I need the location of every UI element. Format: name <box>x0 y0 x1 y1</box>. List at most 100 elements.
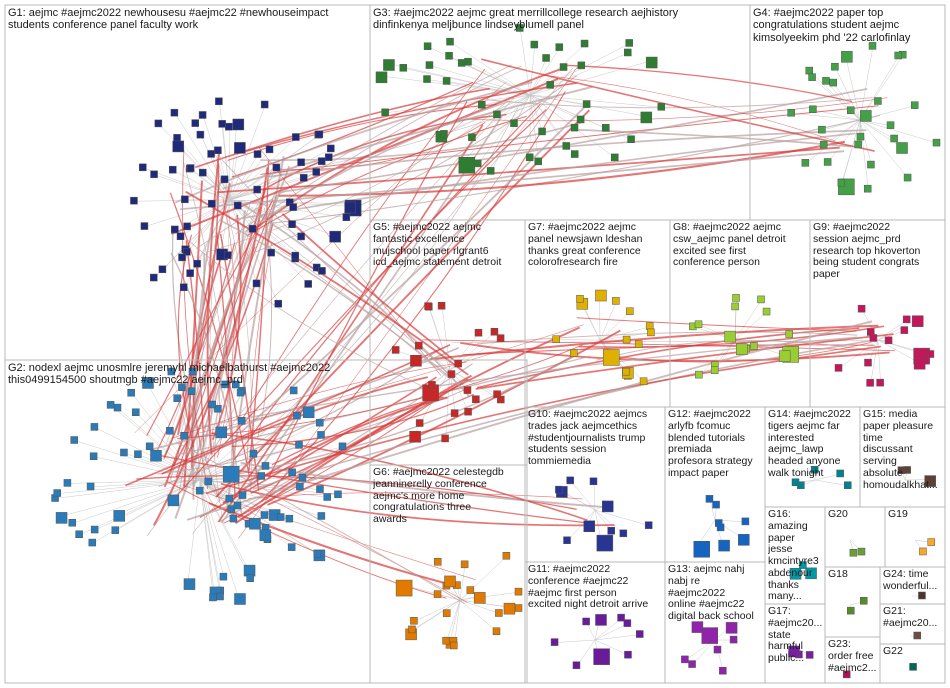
node-g5-4[interactable] <box>496 334 505 342</box>
node-g3-44[interactable] <box>645 56 658 69</box>
node-g1-34[interactable] <box>172 140 184 153</box>
node-g2-57[interactable] <box>234 593 246 605</box>
node-g10-10[interactable] <box>566 476 574 485</box>
node-g5-2[interactable] <box>428 381 436 389</box>
node-g4-29[interactable] <box>831 62 839 71</box>
node-g2-62[interactable] <box>259 529 272 542</box>
node-g4-13[interactable] <box>863 184 872 193</box>
node-g2-81[interactable] <box>246 574 254 582</box>
node-g2-8[interactable] <box>90 525 99 534</box>
node-g6-12[interactable] <box>466 586 475 594</box>
node-g11-4[interactable] <box>623 619 632 627</box>
node-g7-14[interactable] <box>647 328 655 337</box>
node-g6-2[interactable] <box>433 558 442 566</box>
node-g12-1[interactable] <box>705 495 714 503</box>
node-g9-2[interactable] <box>834 364 843 372</box>
node-g1-35[interactable] <box>130 196 138 205</box>
node-g8-11[interactable] <box>785 330 793 338</box>
node-g3-19[interactable] <box>425 61 434 69</box>
node-g3-21[interactable] <box>570 123 579 132</box>
node-g5-18[interactable] <box>415 341 423 350</box>
node-g7-15[interactable] <box>595 289 607 302</box>
node-g2-75[interactable] <box>127 388 135 397</box>
node-g9-5[interactable] <box>864 358 872 367</box>
node-g3-43[interactable] <box>473 159 482 168</box>
node-g6-19[interactable] <box>433 590 442 598</box>
node-g2-59[interactable] <box>287 543 296 551</box>
node-g2-46[interactable] <box>183 578 196 590</box>
node-g2-80[interactable] <box>316 418 324 427</box>
node-g3-8[interactable] <box>625 39 633 47</box>
node-g4-22[interactable] <box>818 125 826 134</box>
node-g6-4[interactable] <box>474 592 486 604</box>
node-g6-21[interactable] <box>450 641 458 650</box>
node-g11-1[interactable] <box>624 650 632 659</box>
node-g2-64[interactable] <box>89 452 98 460</box>
node-g11-6[interactable] <box>595 614 607 626</box>
node-g3-40[interactable] <box>383 59 395 71</box>
node-g3-22[interactable] <box>602 124 610 132</box>
node-g2-33[interactable] <box>298 473 307 482</box>
node-g1-33[interactable] <box>292 133 300 141</box>
node-g2-32[interactable] <box>302 406 315 419</box>
node-g1-66[interactable] <box>329 230 341 243</box>
node-g1-60[interactable] <box>154 119 163 128</box>
node-g2-29[interactable] <box>86 482 95 491</box>
node-g1-16[interactable] <box>265 145 274 154</box>
node-g1-24[interactable] <box>253 185 261 194</box>
node-g1-65[interactable] <box>252 279 261 288</box>
node-g6-1[interactable] <box>514 604 523 612</box>
node-g9-3[interactable] <box>926 350 935 358</box>
node-g2-82[interactable] <box>229 514 238 523</box>
node-g3-27[interactable] <box>640 111 653 124</box>
node-g9-4[interactable] <box>902 315 911 324</box>
node-g1-45[interactable] <box>199 168 207 177</box>
node-g10-9[interactable] <box>563 536 571 544</box>
node-g2-65[interactable] <box>221 380 229 389</box>
node-g2-77[interactable] <box>63 479 72 487</box>
node-g2-61[interactable] <box>90 423 99 431</box>
node-g11-3[interactable] <box>617 613 625 622</box>
node-g10-3[interactable] <box>607 526 615 535</box>
node-g2-9[interactable] <box>214 405 222 413</box>
node-g16-0[interactable] <box>805 567 817 580</box>
node-g1-69[interactable] <box>318 267 326 275</box>
node-g7-10[interactable] <box>612 297 620 305</box>
node-g3-14[interactable] <box>534 157 542 166</box>
node-g5-17[interactable] <box>410 355 422 367</box>
node-g2-30[interactable] <box>178 383 186 391</box>
node-g1-4[interactable] <box>232 118 245 131</box>
node-g1-62[interactable] <box>274 299 283 308</box>
node-g2-48[interactable] <box>243 564 256 577</box>
node-g2-15[interactable] <box>150 449 162 462</box>
node-g13-3[interactable] <box>681 655 689 664</box>
node-g4-11[interactable] <box>856 132 865 141</box>
node-g1-61[interactable] <box>342 213 351 221</box>
node-g1-12[interactable] <box>317 157 326 165</box>
node-g3-13[interactable] <box>440 130 448 138</box>
node-g2-66[interactable] <box>187 387 196 395</box>
node-g7-0[interactable] <box>602 349 620 366</box>
node-g2-39[interactable] <box>215 426 227 439</box>
node-g1-29[interactable] <box>178 253 186 262</box>
node-g3-15[interactable] <box>542 54 550 62</box>
node-g2-63[interactable] <box>167 367 176 376</box>
node-g2-17[interactable] <box>132 408 140 417</box>
node-g1-52[interactable] <box>233 201 242 210</box>
node-g12-2[interactable] <box>738 534 750 546</box>
node-g3-26[interactable] <box>576 115 585 124</box>
node-g2-12[interactable] <box>257 472 266 480</box>
node-g5-5[interactable] <box>490 328 499 336</box>
node-g2-38[interactable] <box>188 367 197 376</box>
node-g4-28[interactable] <box>801 159 810 167</box>
node-g4-24[interactable] <box>841 51 853 63</box>
node-g1-68[interactable] <box>208 199 216 208</box>
node-g20-0[interactable] <box>849 548 858 557</box>
node-g2-53[interactable] <box>204 477 213 486</box>
node-g1-47[interactable] <box>304 280 312 288</box>
node-g4-3[interactable] <box>823 158 832 166</box>
node-g2-76[interactable] <box>313 550 322 558</box>
node-g3-33[interactable] <box>562 142 571 150</box>
node-g3-12[interactable] <box>530 40 539 49</box>
node-g3-41[interactable] <box>486 167 495 175</box>
